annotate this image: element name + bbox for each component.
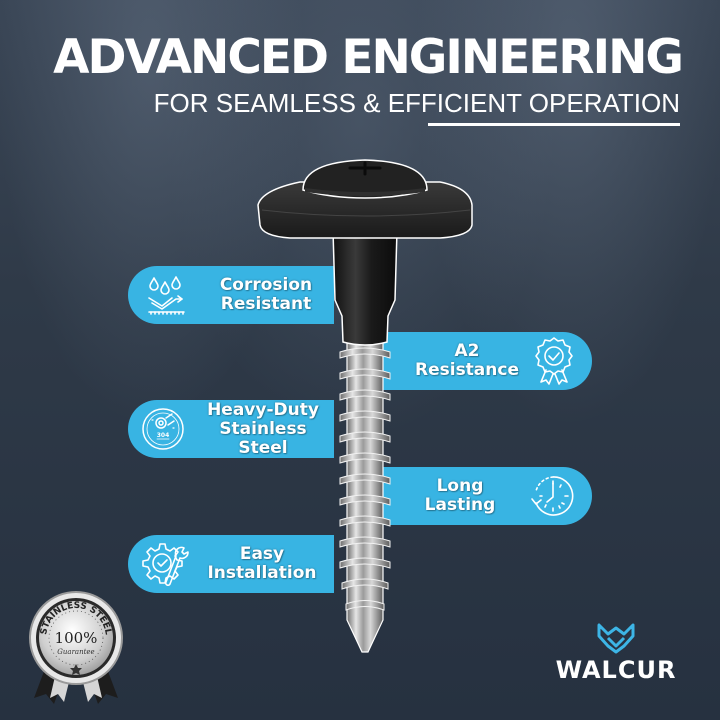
water-drops-icon: [144, 272, 190, 318]
award-ribbon-check-icon: [534, 336, 574, 386]
gear-wrench-check-icon: [140, 540, 190, 588]
brand-name: WALCUR: [555, 656, 677, 684]
walcur-logo-icon: [596, 622, 636, 656]
clock-icon: [530, 473, 576, 519]
stainless-steel-304-icon: 304: [140, 406, 186, 452]
page-subtitle: FOR SEAMLESS & EFFICIENT OPERATION: [153, 88, 680, 118]
badge-percent: 100%: [55, 629, 98, 647]
badge-script: Guarantee: [57, 648, 94, 656]
page-title: ADVANCED ENGINEERING: [53, 30, 684, 85]
svg-text:304: 304: [157, 432, 170, 439]
stainless-steel-guarantee-badge: STAINLESS STEEL 100% Guarantee: [28, 588, 124, 706]
brand-walcur: WALCUR: [548, 622, 684, 684]
subtitle-underline: [428, 123, 680, 126]
